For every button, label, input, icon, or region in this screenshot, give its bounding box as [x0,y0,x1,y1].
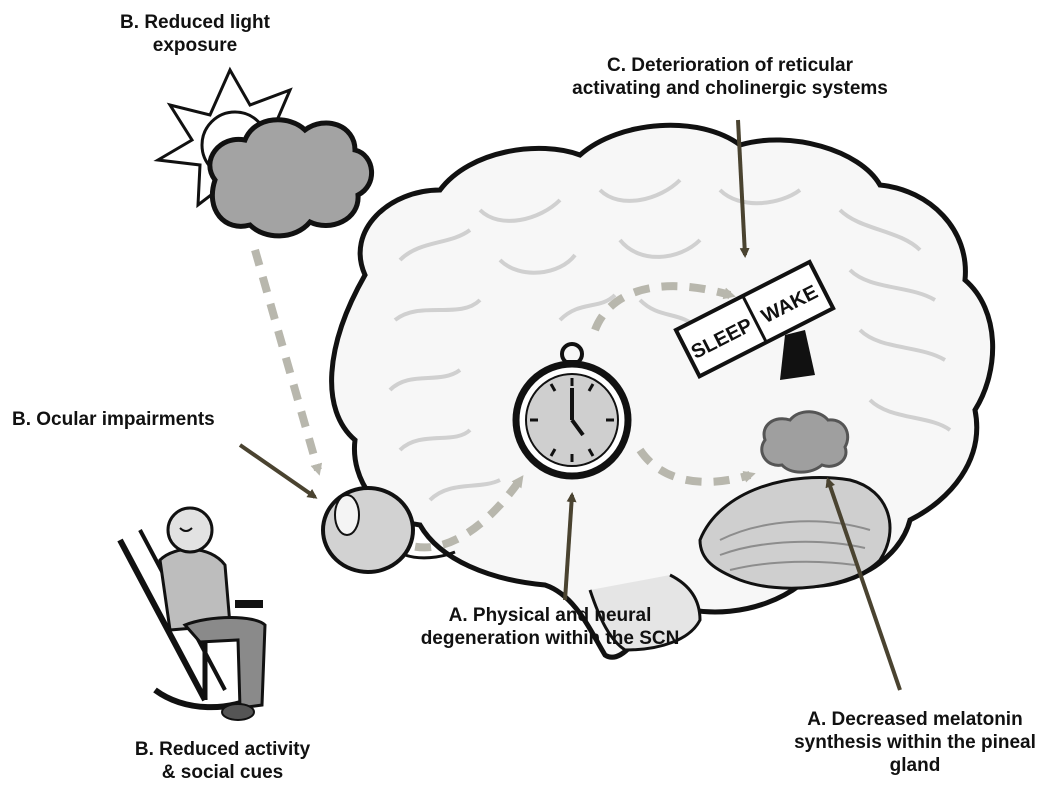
brain-illustration [332,125,993,657]
label-line: synthesis within the pineal [780,731,1050,754]
label-ocular-impairments: B. Ocular impairments [12,408,215,431]
label-decreased-melatonin: A. Decreased melatonin synthesis within … [780,708,1050,777]
label-line: B. Reduced activity [115,738,330,761]
label-line: B. Ocular impairments [12,408,215,431]
label-line: & social cues [115,761,330,784]
label-reduced-light: B. Reduced light exposure [100,11,290,57]
label-line: B. Reduced light [100,11,290,34]
label-scn-degeneration: A. Physical and neural degeneration with… [400,604,700,650]
label-line: degeneration within the SCN [400,627,700,650]
label-line: A. Decreased melatonin [780,708,1050,731]
label-line: gland [780,754,1050,777]
sleeping-elderly-man-icon [160,508,265,720]
label-line: exposure [100,34,290,57]
label-line: C. Deterioration of reticular [540,54,920,77]
label-line: activating and cholinergic systems [540,77,920,100]
label-reticular-cholinergic: C. Deterioration of reticular activating… [540,54,920,100]
label-reduced-activity: B. Reduced activity & social cues [115,738,330,784]
label-line: A. Physical and neural [400,604,700,627]
cloud-icon [210,120,372,236]
pineal-gland-icon [762,412,848,472]
